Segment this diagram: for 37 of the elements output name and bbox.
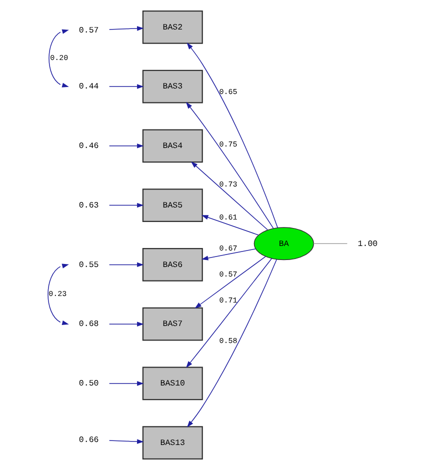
arrow bbox=[48, 29, 68, 88]
arrow bbox=[108, 144, 144, 148]
arrow bbox=[108, 84, 144, 89]
arrow bbox=[108, 381, 144, 386]
node-text: 0.66 bbox=[78, 436, 98, 445]
node-box: BAS10 bbox=[142, 366, 202, 400]
arrow bbox=[47, 264, 68, 326]
node-box: BAS7 bbox=[142, 307, 202, 341]
node-text: 0.46 bbox=[78, 142, 98, 152]
arrow bbox=[200, 215, 258, 236]
arrow bbox=[190, 162, 268, 230]
node-text: 0.44 bbox=[78, 82, 98, 92]
arrow bbox=[108, 202, 144, 208]
arrow bbox=[194, 256, 266, 308]
node-text: 0.68 bbox=[78, 320, 98, 330]
node-ellipse: BA bbox=[253, 227, 314, 260]
node-box: BAS3 bbox=[142, 70, 202, 104]
arrow bbox=[108, 439, 144, 444]
node-text: 0.55 bbox=[78, 260, 98, 270]
node-box: BAS5 bbox=[142, 188, 202, 222]
arrow bbox=[185, 102, 274, 229]
node-text: 0.57 bbox=[78, 26, 98, 36]
arrow bbox=[186, 42, 278, 228]
node-text: 0.63 bbox=[78, 201, 98, 210]
arrow bbox=[108, 322, 144, 326]
arrow bbox=[108, 262, 144, 268]
arrow bbox=[200, 248, 256, 260]
node-box: BAS13 bbox=[142, 426, 202, 460]
arrow bbox=[186, 258, 272, 368]
node-box: BAS6 bbox=[142, 248, 202, 282]
node-text: 0.50 bbox=[78, 380, 98, 389]
arrow bbox=[108, 26, 144, 31]
node-box: BAS2 bbox=[142, 10, 202, 44]
arrow bbox=[186, 259, 276, 428]
connector bbox=[312, 243, 348, 244]
node-box: BAS4 bbox=[142, 129, 202, 163]
node-text: 1.00 bbox=[357, 240, 378, 249]
